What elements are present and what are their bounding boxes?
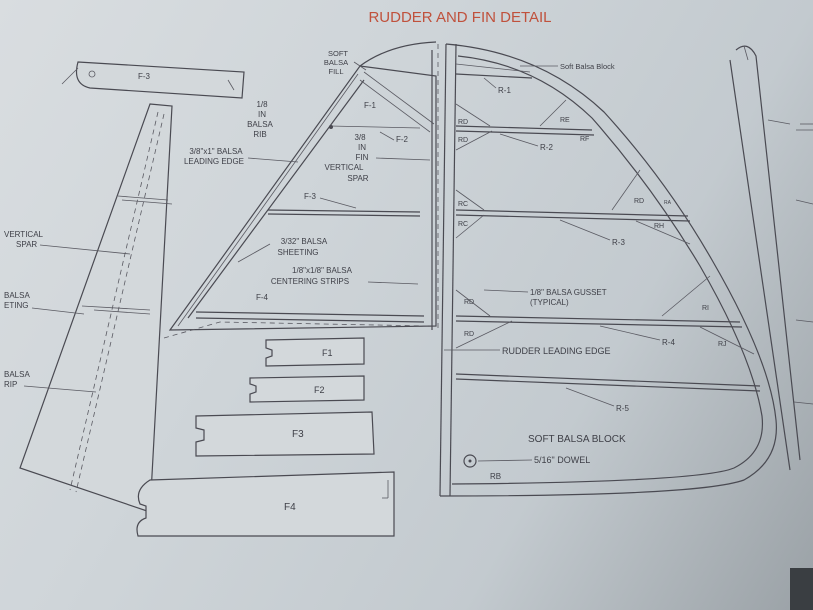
left-vertical-spar-label-1: VERTICAL — [4, 230, 44, 239]
part-f3-outline — [195, 411, 375, 457]
left-labels: VERTICAL SPAR BALSA ETING BALSA RIP — [4, 230, 131, 393]
gusset-label-2: (TYPICAL) — [530, 298, 569, 307]
gusset-ri: RI — [702, 305, 709, 312]
fin-spar-label-5: SPAR — [347, 174, 368, 183]
balsa-rib-label-1: 1/8 — [256, 100, 268, 109]
side-view-partial — [729, 45, 813, 471]
rib-r3-label: R-3 — [612, 238, 625, 247]
leading-edge-label-2: LEADING EDGE — [184, 157, 244, 166]
fin-spar-label-4: VERTICAL — [325, 163, 365, 172]
cut-parts: F1 F2 F3 F4 — [136, 337, 395, 537]
part-f1-label: F1 — [322, 348, 333, 358]
fin-f1-label: F-1 — [364, 101, 377, 110]
fin-labels: SOFT BALSA FILL 1/8 IN BALSA RIB F-1 F-2… — [184, 49, 431, 302]
rudder-labels: Soft Balsa Block R-1 R-2 R-3 R-4 R-5 RD … — [444, 62, 727, 481]
part-f2-outline — [249, 375, 365, 403]
gusset-re: RE — [560, 117, 570, 124]
fin-f3-label: F-3 — [304, 192, 317, 201]
fin-spar-label-1: 3/8 — [354, 133, 366, 142]
corner-shadow — [790, 568, 813, 610]
balsa-rib-label-2: IN — [258, 110, 266, 119]
fin-f4-label: F-4 — [256, 293, 269, 302]
top-f3-label: F-3 — [138, 72, 151, 81]
gusset-label-1: 1/8" BALSA GUSSET — [530, 288, 607, 297]
rudder-leading-edge-label: RUDDER LEADING EDGE — [502, 346, 611, 356]
gusset-rc-2: RC — [458, 221, 468, 228]
dowel-label: 5/16" DOWEL — [534, 455, 590, 465]
rib-r5-label: R-5 — [616, 404, 629, 413]
part-f2-label: F2 — [314, 385, 325, 395]
leading-edge-label-1: 3/8"x1" BALSA — [189, 147, 243, 156]
gusset-rf: RF — [580, 136, 589, 143]
gusset-rd-4: RD — [464, 331, 474, 338]
gusset-rj: RJ — [718, 341, 727, 348]
gusset-ra: RA — [664, 200, 672, 206]
rib-r2-label: R-2 — [540, 143, 553, 152]
centering-strips-label-2: CENTERING STRIPS — [271, 277, 349, 286]
left-vertical-spar-label-2: SPAR — [16, 240, 37, 249]
left-sheeting-label-2: ETING — [4, 301, 28, 310]
soft-balsa-fill-label-2: BALSA — [324, 58, 348, 67]
gusset-rd-2: RD — [458, 137, 468, 144]
part-f3-label: F3 — [292, 429, 304, 440]
soft-balsa-block-bottom-label: SOFT BALSA BLOCK — [528, 434, 626, 445]
gusset-rd-3: RD — [464, 299, 474, 306]
balsa-rib-label-4: RIB — [253, 130, 266, 139]
soft-balsa-block-top-label: Soft Balsa Block — [560, 62, 615, 71]
left-strip-label-1: BALSA — [4, 370, 30, 379]
gusset-rb: RB — [490, 472, 501, 481]
sheeting-label-2: SHEETING — [278, 248, 319, 257]
soft-balsa-fill-label-1: SOFT — [328, 49, 348, 58]
fin-f2-label: F-2 — [396, 135, 409, 144]
gusset-rg: RD — [634, 198, 644, 205]
part-f4-outline — [136, 471, 395, 537]
fin-spar-label-2: IN — [358, 143, 366, 152]
left-spar-strip — [19, 103, 173, 513]
drawing-title: RUDDER AND FIN DETAIL — [368, 9, 551, 26]
gusset-rh: RH — [654, 223, 664, 230]
soft-balsa-fill-label-3: FILL — [328, 67, 343, 76]
fin-assembly — [163, 41, 439, 339]
balsa-rib-label-3: BALSA — [247, 120, 273, 129]
left-sheeting-label-1: BALSA — [4, 291, 30, 300]
fin-spar-label-3: FIN — [356, 153, 369, 162]
rudder-assembly — [439, 43, 777, 497]
part-f4-label: F4 — [284, 502, 296, 513]
centering-strips-label-1: 1/8"x1/8" BALSA — [292, 266, 353, 275]
part-f1-outline — [265, 337, 365, 367]
sheeting-label-1: 3/32" BALSA — [281, 237, 328, 246]
rib-r4-label: R-4 — [662, 338, 675, 347]
gusset-rc-1: RC — [458, 201, 468, 208]
top-f3-part: F-3 — [61, 61, 245, 99]
rib-r1-label: R-1 — [498, 86, 511, 95]
left-strip-label-2: RIP — [4, 380, 17, 389]
gusset-rd-1: RD — [458, 119, 468, 126]
